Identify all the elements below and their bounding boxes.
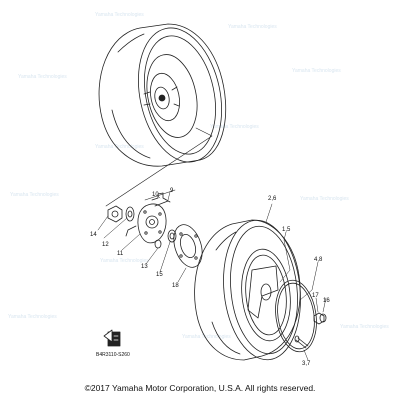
callout-16: 16 [323,298,330,304]
callout-4-8: 4,8 [314,257,323,263]
callout-1-5: 1,5 [282,227,291,233]
callout-14: 14 [90,232,97,238]
watermark-text: Yamaha Technologies [300,196,349,202]
watermark-text: Yamaha Technologies [182,334,231,340]
copyright-notice: ©2017 Yamaha Motor Corporation, U.S.A. A… [84,383,316,393]
alignment-line [105,127,213,207]
watermark-text: Yamaha Technologies [100,258,149,264]
callout-18: 18 [172,283,179,289]
watermark-text: Yamaha Technologies [210,124,259,130]
leader-lines [97,191,327,361]
lower-wheel-assembly [194,219,327,361]
callout-15: 15 [156,272,163,278]
watermark-text: Yamaha Technologies [18,74,67,80]
callout-3-7: 3,7 [302,361,311,367]
hub-parts-group [107,192,203,268]
watermark-text: Yamaha Technologies [95,144,144,150]
watermark-text: Yamaha Technologies [10,192,59,198]
watermark-text: Yamaha Technologies [228,24,277,30]
watermark-text: Yamaha Technologies [95,12,144,18]
watermark-text: Yamaha Technologies [8,314,57,320]
alignment-line [144,189,176,201]
callout-11: 11 [117,251,124,257]
callout-17: 17 [312,293,319,299]
watermark-group: Yamaha Technologies Yamaha Technologies … [8,12,389,340]
upper-wheel-assembly [98,23,227,167]
callout-9: 9 [170,188,174,194]
diagram-code: B4R3110-S260 [96,352,130,358]
reference-symbol-icon [103,329,121,347]
watermark-text: Yamaha Technologies [292,68,341,74]
callout-labels: 14 12 11 13 15 18 10 9 2,6 1,5 4,8 17 16… [90,188,330,367]
watermark-text: Yamaha Technologies [340,324,389,330]
callout-12: 12 [102,242,109,248]
callout-13: 13 [141,264,148,270]
callout-10: 10 [152,192,159,198]
callout-2-6: 2,6 [268,196,277,202]
